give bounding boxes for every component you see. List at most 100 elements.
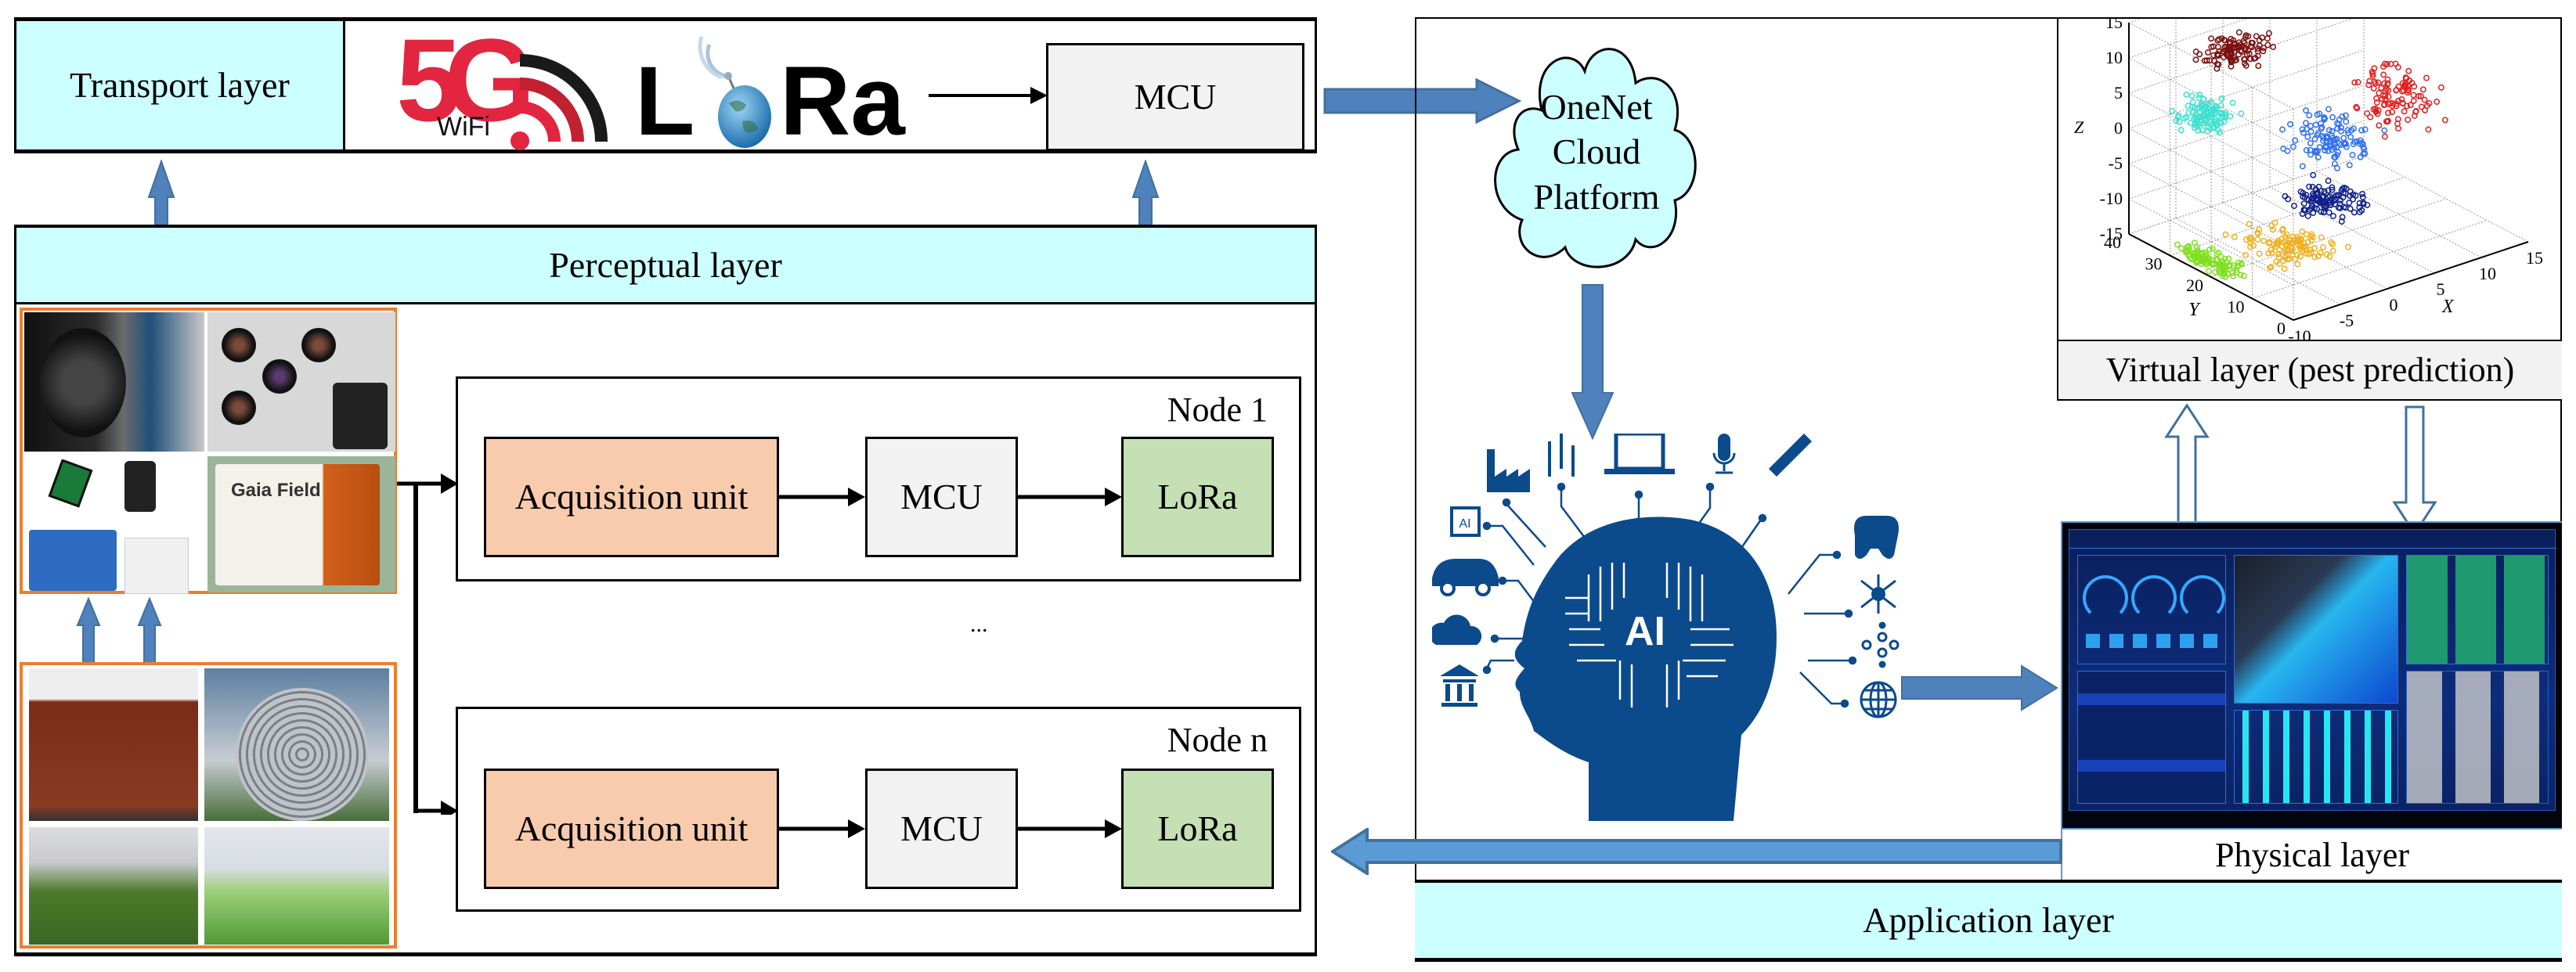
scatter-point [2231,233,2238,240]
scatter-point [2322,143,2329,150]
transport-mcu-box: MCU [1046,43,1304,151]
lora-logo: L Ra [635,29,948,150]
scatter-point [2213,60,2221,67]
factory-icon [1487,449,1530,492]
scatter-point [2343,143,2350,150]
scatter-point [2325,127,2332,134]
node-1-lora: LoRa [1121,437,1274,557]
scatter-point [2297,253,2304,260]
grid-line [2128,155,2365,235]
scatter-point [2254,236,2261,243]
grid-line [2128,120,2365,200]
scatter-point [2343,112,2349,119]
scatter-point [2384,118,2391,125]
scatter-point [2335,149,2341,156]
scatter-point [2250,242,2257,249]
scatter-point [2205,49,2211,56]
scatter-point [2226,262,2233,269]
node-1-mcu-to-lora-arrow [1018,488,1122,506]
z-tick-label: 0 [2114,118,2123,138]
scatter-point [2360,200,2367,207]
scatter-point [2249,44,2256,51]
scatter-point [2375,79,2382,86]
scatter-point [2282,193,2289,200]
scatter-point [2389,109,2396,116]
scatter-point [2256,226,2263,233]
autonomous-car-icon [1432,559,1499,586]
scatter-point [2356,200,2363,207]
x-tick-label: 10 [2479,264,2496,283]
scatter-point [2303,250,2310,257]
scatter-point [2266,30,2272,37]
x-axis [2293,241,2529,321]
scatter-point [2323,134,2329,141]
scatter-point [2185,252,2192,259]
scatter-point [2325,106,2332,113]
scatter-point [2222,110,2229,117]
scatter-series-cluster-orange [2222,219,2351,272]
scatter-point [2318,125,2325,132]
scatter-point [2437,84,2444,91]
scatter-point [2318,208,2325,215]
scatter-point [2342,141,2349,147]
scatter-point [2340,135,2347,142]
scatter-point [2242,251,2249,258]
dashboard-screen [2069,529,2556,811]
scatter-point [2266,239,2273,246]
scatter-point [2405,67,2412,74]
gamepad-icon [1854,516,1899,559]
scatter-point [2230,272,2237,279]
scatter-point [2303,107,2310,114]
left-panel: Transport layer 5G WiFi L [14,17,1317,956]
z-tick-label: -5 [2109,153,2123,173]
scatter-point [2385,110,2392,117]
scatter-point [2321,116,2328,123]
virtual-to-physical-down-arrow [2392,405,2437,536]
perceptual-layer-label: Perceptual layer [549,244,782,285]
scatter-point [2240,272,2247,279]
scatter-point [2384,80,2391,87]
scatter-point [2260,237,2268,244]
scatter-point [2280,257,2287,265]
scatter-point [2381,80,2388,87]
scatter-point [2392,60,2399,67]
scatter-point [2233,269,2240,275]
scatter-point [2329,247,2336,254]
scatter-point [2329,135,2336,142]
candlestick-chart-icon [1548,434,1575,477]
smart-agriculture-dashboard-photo [2062,523,2562,828]
scatter-point [2402,74,2409,81]
scatter-point [2268,264,2275,270]
scatter-point [2376,122,2383,129]
scatter-point [2304,133,2311,140]
scatter-point [2174,241,2181,248]
scatter-point [2365,81,2372,88]
scatter-point [2405,87,2412,94]
neural-net-icon [1861,621,1900,668]
scatter-point [2325,147,2332,154]
scatter-point [2288,239,2295,247]
scatter-point [2189,99,2196,106]
grid-line [2252,220,2488,299]
right-panel: OneNet Cloud Platform [1415,17,2562,962]
scatter-point [2380,63,2387,70]
scatter-point [2408,80,2415,86]
scatter-point [2267,265,2273,272]
perceptual-layer-bar: Perceptual layer [16,228,1315,304]
scatter-point [2192,114,2199,121]
node-n-lora: LoRa [1121,769,1274,889]
scatter-point [2195,250,2202,257]
wifi-signal-icon [511,54,608,150]
scatter-point [2349,152,2356,159]
scatter-point [2223,51,2230,58]
scatter-point [2212,103,2219,110]
scatter-point [2304,213,2311,219]
scatter-point [2270,44,2277,50]
scatter-point [2329,113,2336,121]
physical-layer-label-box: Physical layer [2062,828,2562,881]
cloud-to-ai-arrow [1571,284,1615,440]
scatter-point [2401,81,2408,88]
ai-brain-illustration: AI AI [1432,434,1900,821]
scatter-point [2233,45,2240,52]
